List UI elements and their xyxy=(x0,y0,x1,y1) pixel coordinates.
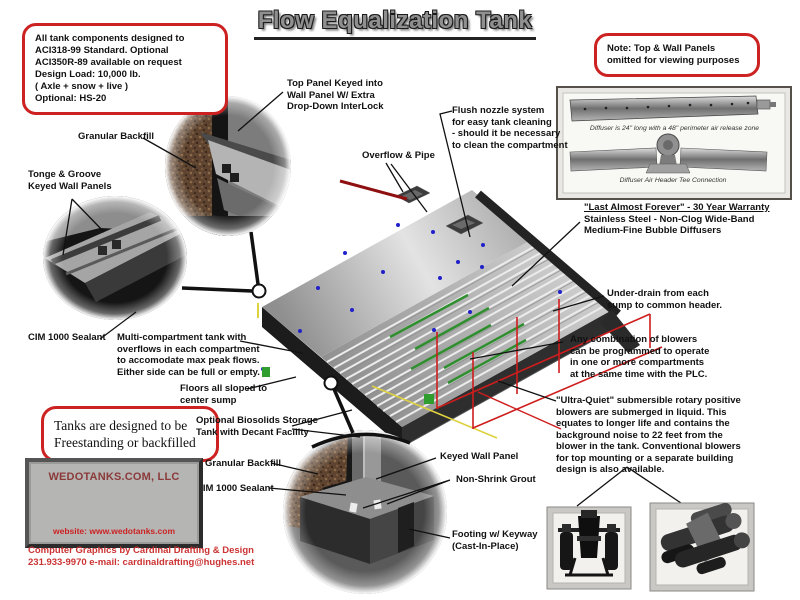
page-title-text: Flow Equalization Tank xyxy=(253,7,537,40)
detail-marker-circle xyxy=(251,283,267,299)
callout-diffusers: "Last Almost Forever" - 30 Year Warranty… xyxy=(584,202,770,237)
callout-ultra-quiet: "Ultra-Quiet" submersible rotary positiv… xyxy=(556,395,741,475)
yellow-drain-lines xyxy=(257,303,498,439)
vignette xyxy=(283,430,447,594)
company-website: website: www.wedotanks.com xyxy=(52,526,176,536)
diffuser-caption-top: Diffuser is 24" long with a 48" perimete… xyxy=(589,125,760,132)
design-standards-note-box: All tank components designed to ACI318-9… xyxy=(22,23,228,115)
viewing-note-box: Note: Top & Wall Panels omitted for view… xyxy=(594,33,760,77)
red-piping xyxy=(436,299,663,429)
detail-marker-circle xyxy=(323,375,339,391)
rotary-blower-photo xyxy=(649,502,755,592)
callout-cim-sealant-bottom: CIM 1000 Sealant xyxy=(196,483,274,494)
overflow-pipe xyxy=(339,179,408,201)
callout-blower-plc: Any combination of blowers can be progra… xyxy=(570,334,710,380)
callout-multi-compartment: Multi-compartment tank with overflows in… xyxy=(117,332,260,378)
callout-keyed-wall-panel: Keyed Wall Panel xyxy=(440,451,519,462)
callout-footing: Footing w/ Keyway (Cast-In-Place) xyxy=(452,529,538,552)
tank-illustration xyxy=(257,179,663,448)
diffuser-caption-bottom: Diffuser Air Header Tee Connection xyxy=(619,177,727,184)
callout-top-panel: Top Panel Keyed into Wall Panel W/ Extra… xyxy=(287,78,384,112)
callout-granular-backfill-top: Granular Backfill xyxy=(78,131,155,142)
credits-text: Computer Graphics by Cardinal Drafting &… xyxy=(28,545,255,568)
callout-diffusers-body: Stainless Steel - Non-Clog Wide-Band Med… xyxy=(584,213,755,237)
callout-diffusers-title: "Last Almost Forever" - 30 Year Warranty xyxy=(584,202,770,213)
diffuser-photo-panel xyxy=(556,86,792,200)
callout-floors-sloped: Floors all sloped to center sump xyxy=(180,383,268,406)
detail-leader-lines xyxy=(181,231,411,449)
diffuser-strips xyxy=(389,293,527,385)
callout-flush-nozzle: Flush nozzle system for easy tank cleani… xyxy=(452,105,568,151)
callout-under-drain: Under-drain from each sump to common hea… xyxy=(607,288,723,311)
green-equipment-block xyxy=(262,367,270,377)
red-callout-leader xyxy=(477,391,562,430)
callout-biosolids: Optional Biosolids Storage Tank with Dec… xyxy=(196,415,318,438)
diffuser-bolts xyxy=(583,101,750,111)
company-name: WEDOTANKS.COM, LLC xyxy=(48,471,180,483)
vignette xyxy=(165,96,291,236)
callout-leader-lines xyxy=(62,91,682,539)
company-plate: WEDOTANKS.COM, LLC website: www.wedotank… xyxy=(25,458,203,548)
vignette xyxy=(43,196,187,320)
callout-overflow-pipe: Overflow & Pipe xyxy=(362,150,435,161)
submersible-blower-photo xyxy=(546,506,632,590)
callout-tongue-groove: Tonge & Groove Keyed Wall Panels xyxy=(28,169,112,192)
green-equipment-block xyxy=(424,394,434,404)
callout-cim-sealant-top: CIM 1000 Sealant xyxy=(28,332,106,343)
page-title: Flow Equalization Tank xyxy=(245,7,545,40)
callout-granular-backfill-bottom: Granular Backfill xyxy=(205,458,282,469)
callout-non-shrink-grout: Non-Shrink Grout xyxy=(456,474,536,485)
freestanding-note-box: Tanks are designed to be Freestanding or… xyxy=(41,406,219,462)
